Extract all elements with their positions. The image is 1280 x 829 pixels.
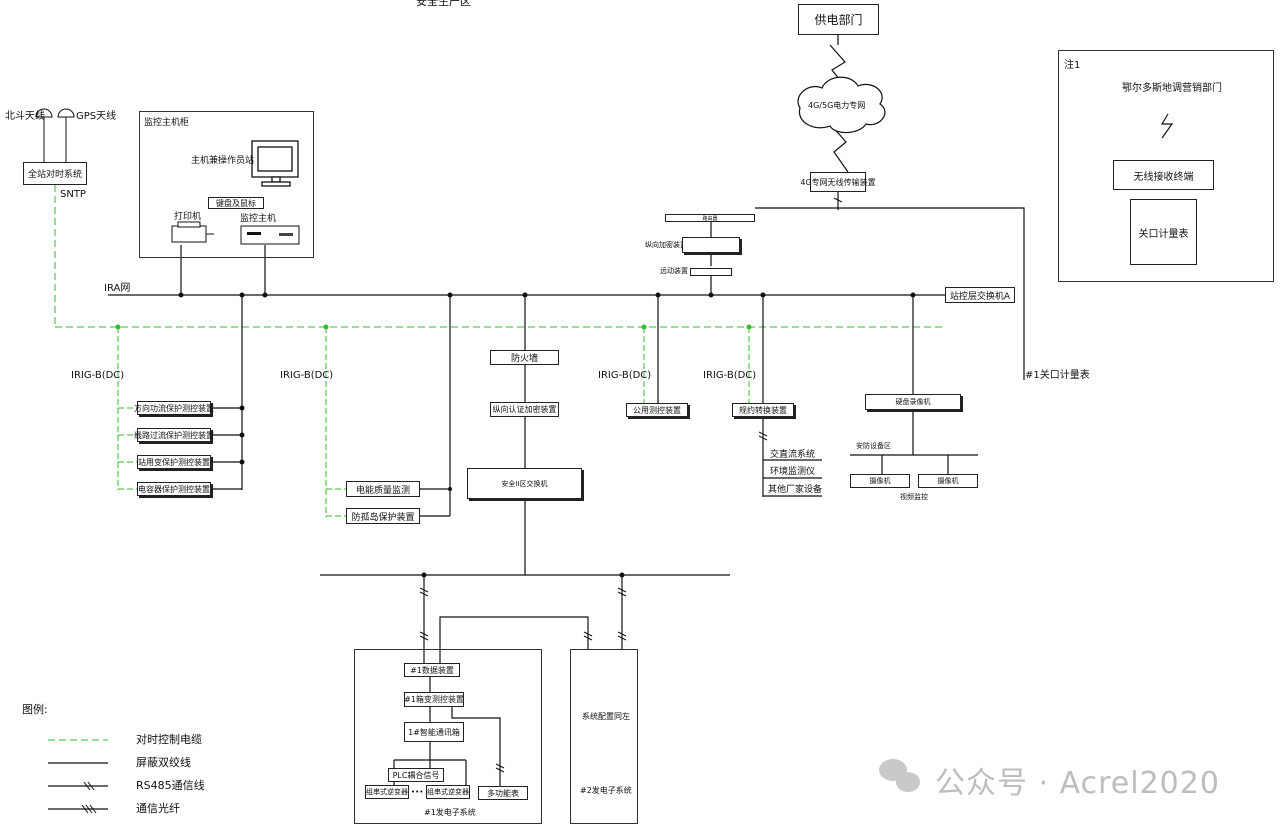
workstation-label: 主机兼操作员站 — [191, 156, 255, 166]
pv1-plc-box: PLC耦合信号 — [388, 768, 444, 782]
vertical-enc-box — [682, 237, 740, 253]
camera-1-box: 摄像机 — [850, 474, 910, 488]
legend-item-fiber: 通信光纤 — [136, 802, 180, 815]
monitor-cabinet-frame — [139, 111, 314, 258]
pv2-system-label: #2发电子系统 — [580, 786, 632, 795]
irig-label-3: IRIG-B(DC) — [598, 370, 652, 381]
watermark-icon — [879, 759, 920, 792]
legend-item-timing: 对时控制电缆 — [136, 733, 202, 746]
legend-item-rs485: RS485通信线 — [136, 779, 205, 792]
other-vendor-label: 其他厂家设备 — [768, 485, 823, 495]
printer-label: 打印机 — [174, 212, 202, 222]
note-tag: 注1 — [1064, 60, 1081, 71]
zone-title: 安全生产区 — [416, 0, 471, 8]
env-monitor-label: 环境监测仪 — [770, 467, 816, 477]
pv1-box-meas-box: #1箱变测控装置 — [404, 692, 464, 707]
legend-item-twisted: 屏蔽双绞线 — [136, 756, 191, 769]
ira-network-label: IRA网 — [104, 283, 131, 294]
protection-device-4: 电容器保护测控装置 — [137, 482, 211, 496]
pv1-inverter-b: 组串式逆变器 — [426, 785, 470, 799]
pv1-system-label: #1发电子系统 — [424, 808, 476, 817]
note-frame — [1058, 50, 1274, 282]
host-label: 监控主机 — [240, 214, 277, 224]
video-monitor-label: 视频监控 — [900, 493, 928, 501]
supply-dept-box: 供电部门 — [798, 4, 879, 35]
auth-device-box: 纵向认证加密装置 — [490, 402, 559, 417]
protection-device-3: 站用变保护测控装置 — [137, 455, 211, 469]
keyboard-box: 键盘及鼠标 — [208, 197, 264, 209]
pv2-title: 系统配置同左 — [582, 712, 630, 721]
legend-heading: 图例: — [22, 703, 48, 716]
timing-system-box: 全站对时系统 — [23, 162, 87, 185]
switch-a-box: 站控层交换机A — [945, 287, 1015, 303]
wireless-device-box: 4G专网无线传输装置 — [800, 172, 876, 192]
pv2-frame — [570, 649, 638, 824]
public-meas-box: 公用测控装置 — [626, 403, 688, 417]
anti-island-box: 防孤岛保护装置 — [346, 508, 420, 524]
camera-2-box: 摄像机 — [918, 474, 978, 488]
irig-label-1: IRIG-B(DC) — [71, 370, 125, 381]
gps-antenna-label: GPS天线 — [76, 111, 117, 122]
irig-label-2: IRIG-B(DC) — [280, 370, 334, 381]
pv1-forwarder-box: #1数据装置 — [404, 663, 460, 677]
pv1-frame — [354, 649, 542, 824]
power-quality-box: 电能质量监测 — [346, 481, 420, 497]
router-box: 路由器 — [665, 214, 755, 222]
note-dept: 鄂尔多斯地调营销部门 — [1122, 83, 1222, 94]
ac-dc-label: 交直流系统 — [770, 450, 816, 460]
pv1-multifunction-meter: 多功能表 — [478, 786, 528, 800]
pv1-inverter-dots: ••• — [411, 788, 424, 796]
protocol-converter-box: 规约转换装置 — [732, 403, 794, 417]
watermark-text: 公众号 · Acrel2020 — [935, 766, 1220, 801]
firewall-box: 防火墙 — [490, 350, 559, 365]
vertical-enc-label: 纵向加密装置 — [645, 241, 687, 249]
security-area-label: 安防设备区 — [856, 442, 891, 450]
cloud-label: 4G/5G电力专网 — [808, 101, 866, 110]
beidou-antenna-label: 北斗天线 — [5, 111, 45, 122]
telecontrol-label: 远动装置 — [660, 267, 688, 275]
telecontrol-box — [690, 268, 732, 276]
pv1-comm-box: 1#智能通讯箱 — [404, 722, 464, 742]
irig-label-4: IRIG-B(DC) — [703, 370, 757, 381]
meter-link-label: #1关口计量表 — [1025, 370, 1090, 381]
wireless-terminal-box: 无线接收终端 — [1113, 160, 1214, 190]
protection-device-1: 方向功流保护测控装置 — [134, 401, 214, 415]
meter-box: 关口计量表 — [1130, 199, 1197, 265]
protection-device-2: 线路过流保护测控装置 — [134, 428, 214, 442]
switch-zone2-box: 安全II区交换机 — [467, 468, 582, 499]
dvr-box: 硬盘录像机 — [865, 394, 961, 410]
cabinet-title: 监控主机柜 — [144, 118, 190, 128]
pv1-inverter-a: 组串式逆变器 — [365, 785, 409, 799]
sntp-label: SNTP — [60, 189, 86, 200]
